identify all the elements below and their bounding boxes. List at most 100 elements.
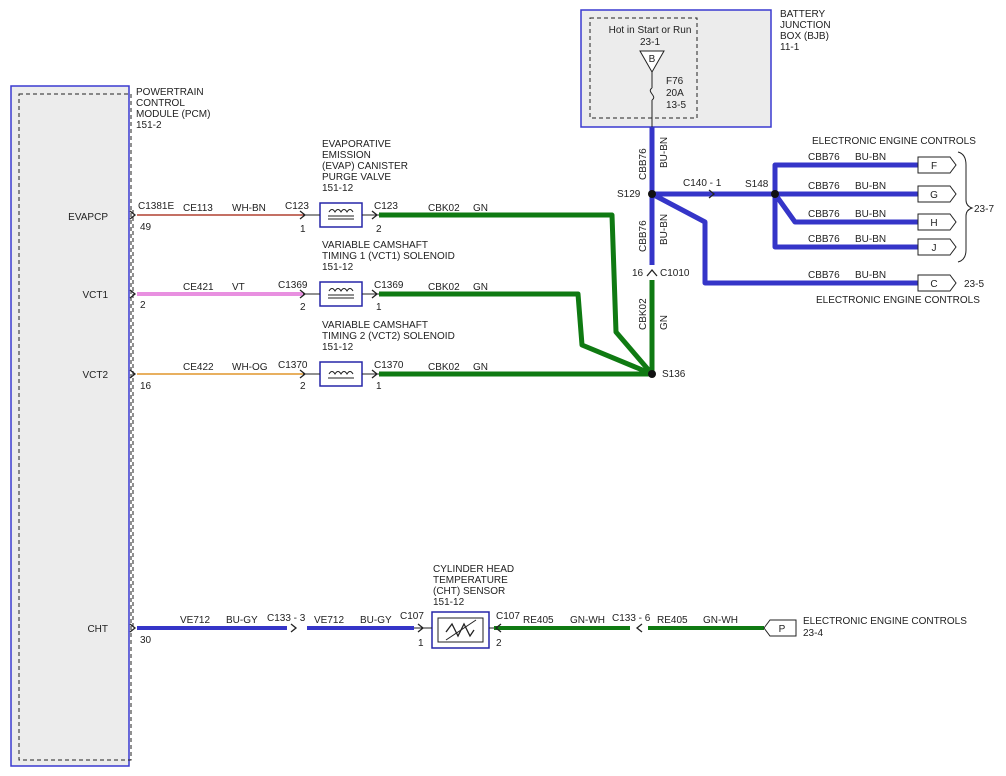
vct1-title-line3: 151-12 xyxy=(322,262,354,273)
wire-cbb76-s148-to-j xyxy=(772,194,918,250)
bjb-name-line2: JUNCTION xyxy=(780,20,831,31)
wire-cbk02-vct1-color: GN xyxy=(473,282,488,293)
wire-re405-b-circuit: RE405 xyxy=(657,615,688,626)
wire-cbk02-evap-color: GN xyxy=(473,203,488,214)
evap-conn-out: C123 xyxy=(374,201,398,212)
bjb-inner-dashed xyxy=(589,17,698,119)
pcm-name-line1: POWERTRAIN xyxy=(136,87,204,98)
eec-top-title: ELECTRONIC ENGINE CONTROLS xyxy=(812,136,976,147)
eec-group-ref: 23-7 xyxy=(974,204,994,215)
wire-cbk02-evap-to-s136 xyxy=(379,212,654,376)
wire-ce113-color: WH-BN xyxy=(232,203,266,214)
evap-title-line5: 151-12 xyxy=(322,183,354,194)
cht-pin-out: 2 xyxy=(496,638,502,649)
component-vct1-solenoid: VARIABLE CAMSHAFT TIMING 1 (VCT1) SOLENO… xyxy=(278,240,455,313)
c1010-label: C1010 xyxy=(660,268,690,279)
ground-color-vertical: GN xyxy=(659,315,670,330)
wire-ce421-color: VT xyxy=(232,282,245,293)
splice-s136-label: S136 xyxy=(662,369,686,380)
wire-cbb76-s129-to-c xyxy=(650,191,918,286)
pcm-name-line3: MODULE (PCM) xyxy=(136,109,210,120)
evap-body xyxy=(319,202,363,228)
eec-box-p-shape xyxy=(763,619,797,637)
evap-title-line2: EMISSION xyxy=(322,150,371,161)
cht-conn-in: C107 xyxy=(400,611,424,622)
pcm-pin-2: 2 xyxy=(140,300,146,311)
cht-in-chevron xyxy=(417,623,425,633)
splice-s129-label: S129 xyxy=(617,189,641,200)
eec-box-f: F xyxy=(917,156,957,174)
pcm-pin-chevron-vct2 xyxy=(129,369,137,379)
evap-pin-in: 1 xyxy=(300,224,306,235)
eec-bottom-title: ELECTRONIC ENGINE CONTROLS xyxy=(816,295,980,306)
pcm-pin-label-evapcp: EVAPCP xyxy=(68,212,108,223)
eec-box-g: G xyxy=(917,185,957,203)
bjb-fuse-rating: 20A xyxy=(666,88,684,99)
wire-re405-a-color: GN-WH xyxy=(570,615,605,626)
wire-ce113-circuit: CE113 xyxy=(183,203,213,214)
eec-box-h-letter: H xyxy=(930,218,937,229)
wire-ce421-circuit: CE421 xyxy=(183,282,214,293)
cht-thermistor-slash xyxy=(445,619,477,641)
component-vct2-solenoid: VARIABLE CAMSHAFT TIMING 2 (VCT2) SOLENO… xyxy=(278,320,455,392)
vct2-out-chevron xyxy=(371,369,379,379)
vct1-title-line2: TIMING 1 (VCT1) SOLENOID xyxy=(322,251,455,262)
cht-title-line3: (CHT) SENSOR xyxy=(433,586,505,597)
eec-box-j-letter: J xyxy=(932,243,937,254)
feed-color-upper: BU-BN xyxy=(659,137,670,168)
pcm-inner-dashed xyxy=(18,93,132,761)
vct1-conn-in: C1369 xyxy=(278,280,308,291)
c133-3-chevron xyxy=(290,623,298,633)
bjb-hot-ref: 23-1 xyxy=(640,37,660,48)
feed-wires xyxy=(649,127,918,286)
eec-box-c-shape xyxy=(917,274,957,292)
c1010-chevron xyxy=(646,268,658,277)
vct2-title-line3: 151-12 xyxy=(322,342,354,353)
wire-cbk02-vct2-color: GN xyxy=(473,362,488,373)
eec-box-g-shape xyxy=(917,185,957,203)
wire-cbk02-vct1-circuit: CBK02 xyxy=(428,282,460,293)
evap-out-chevron xyxy=(371,210,379,220)
feed-circuit-c: CBB76 xyxy=(808,270,840,281)
feed-color-j: BU-BN xyxy=(855,234,886,245)
evap-pin-out: 2 xyxy=(376,224,382,235)
wire-ce422-color: WH-OG xyxy=(232,362,268,373)
bjb-module: Hot in Start or Run 23-1 B F76 20A 13-5 … xyxy=(580,9,831,128)
evap-in-chevron xyxy=(299,210,307,220)
ground-circuit-vertical: CBK02 xyxy=(638,298,649,330)
c133-6-label: C133 - 6 xyxy=(612,613,651,624)
component-evap-purge-valve: EVAPORATIVE EMISSION (EVAP) CANISTER PUR… xyxy=(285,139,408,235)
pcm-pin-label-vct2: VCT2 xyxy=(82,370,108,381)
pcm-module: POWERTRAIN CONTROL MODULE (PCM) 151-2 EV… xyxy=(10,85,210,767)
vct2-coil-icon xyxy=(328,371,354,375)
c133-3-label: C133 - 3 xyxy=(267,613,306,624)
vct2-in-chevron xyxy=(299,369,307,379)
wire-ve712-b-circuit: VE712 xyxy=(314,615,344,626)
feed-circuit-j: CBB76 xyxy=(808,234,840,245)
eec-box-j-shape xyxy=(917,238,957,256)
eec-box-f-shape xyxy=(917,156,957,174)
vct1-title-line1: VARIABLE CAMSHAFT xyxy=(322,240,428,251)
eec-group-bracket xyxy=(957,151,974,263)
wire-re405-a-circuit: RE405 xyxy=(523,615,554,626)
eec-box-c: C xyxy=(917,274,957,292)
vct1-pin-in: 2 xyxy=(300,302,306,313)
feed-color-g: BU-BN xyxy=(855,181,886,192)
wire-cbb76-s148-to-f xyxy=(772,162,918,194)
wire-ve712-a-circuit: VE712 xyxy=(180,615,210,626)
splice-s148-dot xyxy=(771,190,779,198)
pcm-pin-49: 49 xyxy=(140,222,152,233)
cht-out-chevron xyxy=(494,623,502,633)
pcm-pin-chevron-cht xyxy=(129,623,137,633)
cht-title-line4: 151-12 xyxy=(433,597,465,608)
eec-box-h: H xyxy=(917,213,957,231)
feed-color-c: BU-BN xyxy=(855,270,886,281)
c140-label: C140 - 1 xyxy=(683,178,722,189)
evap-title-line1: EVAPORATIVE xyxy=(322,139,391,150)
ground-wires xyxy=(379,212,655,377)
vct2-title-line2: TIMING 2 (VCT2) SOLENOID xyxy=(322,331,455,342)
wire-cbk02-vct1-to-s136 xyxy=(379,291,653,377)
eec-box-g-letter: G xyxy=(930,190,938,201)
evap-title-line4: PURGE VALVE xyxy=(322,172,391,183)
